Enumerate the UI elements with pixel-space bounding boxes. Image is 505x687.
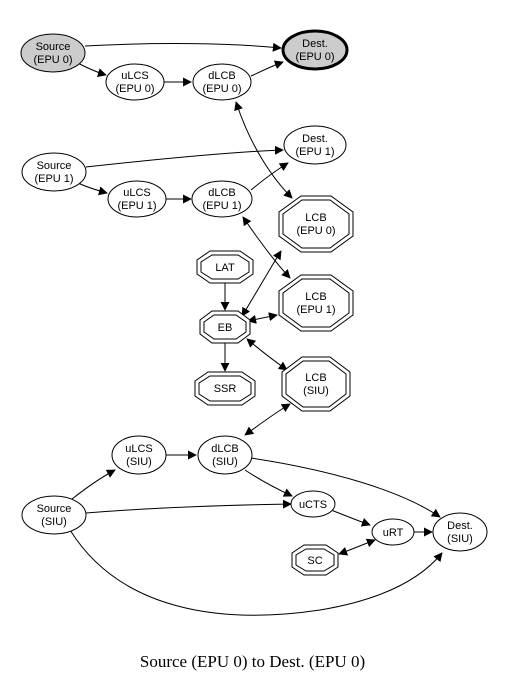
node-eb-label: EB bbox=[218, 322, 233, 334]
edge-source-siu-to-dest-siu bbox=[69, 529, 443, 616]
node-ssr: SSR bbox=[194, 371, 256, 406]
node-ulcs-epu1: uLCS (EPU 1) bbox=[107, 180, 167, 218]
node-ulcs-epu1-line1: uLCS bbox=[123, 187, 151, 199]
edge-eb-to-lcb-siu bbox=[246, 338, 288, 371]
node-dest-siu: Dest. (SIU) bbox=[432, 512, 488, 552]
edge-source-epu0-to-dest-epu0 bbox=[84, 42, 282, 52]
node-urt: uRT bbox=[371, 518, 415, 546]
edge-eb-to-lcb-epu0 bbox=[241, 250, 282, 317]
node-lcb-epu1-line1: LCB bbox=[305, 291, 326, 303]
node-dlcb-siu-line2: (SIU) bbox=[212, 456, 238, 468]
node-ulcs-epu0: uLCS (EPU 0) bbox=[105, 63, 165, 101]
node-dlcb-siu-line1: dLCB bbox=[211, 443, 239, 455]
node-ulcs-siu: uLCS (SIU) bbox=[111, 435, 167, 475]
edge-sc-to-urt bbox=[338, 538, 376, 556]
node-urt-label: uRT bbox=[383, 527, 404, 539]
edges-group bbox=[69, 42, 443, 616]
node-dest-epu0: Dest. (EPU 0) bbox=[281, 29, 349, 71]
edge-dlcb-siu-to-lcb-siu bbox=[244, 403, 291, 436]
node-lat-label: LAT bbox=[215, 262, 235, 274]
node-lat: LAT bbox=[196, 250, 254, 284]
network-diagram: Source (EPU 0) Dest. (EPU 0) uLCS (EPU 0… bbox=[20, 29, 488, 616]
node-lcb-epu0: LCB (EPU 0) bbox=[278, 195, 354, 253]
edge-dlcb-epu1-to-dest-epu1 bbox=[250, 162, 289, 191]
node-dest-siu-line2: (SIU) bbox=[447, 533, 473, 545]
node-ulcs-siu-line2: (SIU) bbox=[126, 456, 152, 468]
node-dest-siu-line1: Dest. bbox=[447, 520, 473, 532]
edge-dlcb-epu0-to-dest-epu0 bbox=[250, 60, 284, 77]
node-lcb-epu1-line2: (EPU 1) bbox=[296, 304, 335, 316]
node-source-siu-line1: Source bbox=[37, 503, 72, 515]
node-dest-epu1-line1: Dest. bbox=[302, 133, 328, 145]
node-source-epu1-line2: (EPU 1) bbox=[34, 173, 73, 185]
edge-source-epu1-to-ulcs-epu1 bbox=[75, 181, 108, 196]
node-source-epu1-line1: Source bbox=[37, 160, 72, 172]
node-dest-epu1-line2: (EPU 1) bbox=[295, 146, 334, 158]
edge-dlcb-epu0-to-lcb-epu0 bbox=[234, 101, 293, 199]
edge-dlcb-siu-to-ucts bbox=[244, 469, 293, 497]
node-dlcb-epu1: dLCB (EPU 1) bbox=[191, 180, 253, 218]
edge-source-siu-to-ucts bbox=[85, 499, 292, 514]
node-dest-epu0-line1: Dest. bbox=[302, 38, 328, 50]
node-sc-label: SC bbox=[307, 555, 322, 567]
node-lcb-epu0-line2: (EPU 0) bbox=[296, 225, 335, 237]
node-source-epu0-line1: Source bbox=[36, 41, 71, 53]
node-source-epu0: Source (EPU 0) bbox=[20, 33, 86, 73]
node-dlcb-epu0-line2: (EPU 0) bbox=[202, 83, 241, 95]
node-ulcs-epu0-line1: uLCS bbox=[121, 70, 149, 82]
edge-source-siu-to-ulcs-siu bbox=[71, 469, 116, 500]
node-dlcb-siu: dLCB (SIU) bbox=[197, 435, 253, 475]
node-ulcs-epu1-line2: (EPU 1) bbox=[117, 200, 156, 212]
node-dest-epu0-line2: (EPU 0) bbox=[295, 51, 334, 63]
node-dlcb-epu0: dLCB (EPU 0) bbox=[192, 63, 252, 101]
node-source-siu: Source (SIU) bbox=[21, 495, 87, 535]
node-dest-epu1: Dest. (EPU 1) bbox=[283, 125, 347, 165]
node-ulcs-siu-line1: uLCS bbox=[125, 443, 153, 455]
node-lcb-siu: LCB (SIU) bbox=[281, 356, 351, 412]
node-dlcb-epu1-line2: (EPU 1) bbox=[202, 200, 241, 212]
node-ucts: uCTS bbox=[290, 490, 336, 518]
edge-ucts-to-urt bbox=[330, 509, 371, 527]
diagram-caption: Source (EPU 0) to Dest. (EPU 0) bbox=[139, 652, 366, 671]
node-dlcb-epu1-line1: dLCB bbox=[208, 187, 236, 199]
edge-dlcb-siu-to-dest-siu bbox=[250, 457, 441, 518]
node-lcb-siu-line1: LCB bbox=[305, 372, 326, 384]
node-source-siu-line2: (SIU) bbox=[41, 516, 67, 528]
node-lcb-epu1: LCB (EPU 1) bbox=[278, 274, 354, 332]
node-sc: SC bbox=[291, 544, 339, 576]
edge-source-epu1-to-dest-epu1 bbox=[85, 145, 284, 168]
node-lcb-epu0-line1: LCB bbox=[305, 212, 326, 224]
node-eb: EB bbox=[199, 310, 251, 344]
node-lcb-siu-line2: (SIU) bbox=[303, 385, 329, 397]
node-source-epu0-line2: (EPU 0) bbox=[33, 54, 72, 66]
nodes-group: Source (EPU 0) Dest. (EPU 0) uLCS (EPU 0… bbox=[20, 29, 488, 576]
node-source-epu1: Source (EPU 1) bbox=[21, 152, 87, 192]
edge-eb-to-lcb-epu1 bbox=[247, 312, 278, 324]
node-ulcs-epu0-line2: (EPU 0) bbox=[115, 83, 154, 95]
node-ssr-label: SSR bbox=[214, 383, 237, 395]
node-ucts-label: uCTS bbox=[299, 499, 327, 511]
node-dlcb-epu0-line1: dLCB bbox=[208, 70, 236, 82]
